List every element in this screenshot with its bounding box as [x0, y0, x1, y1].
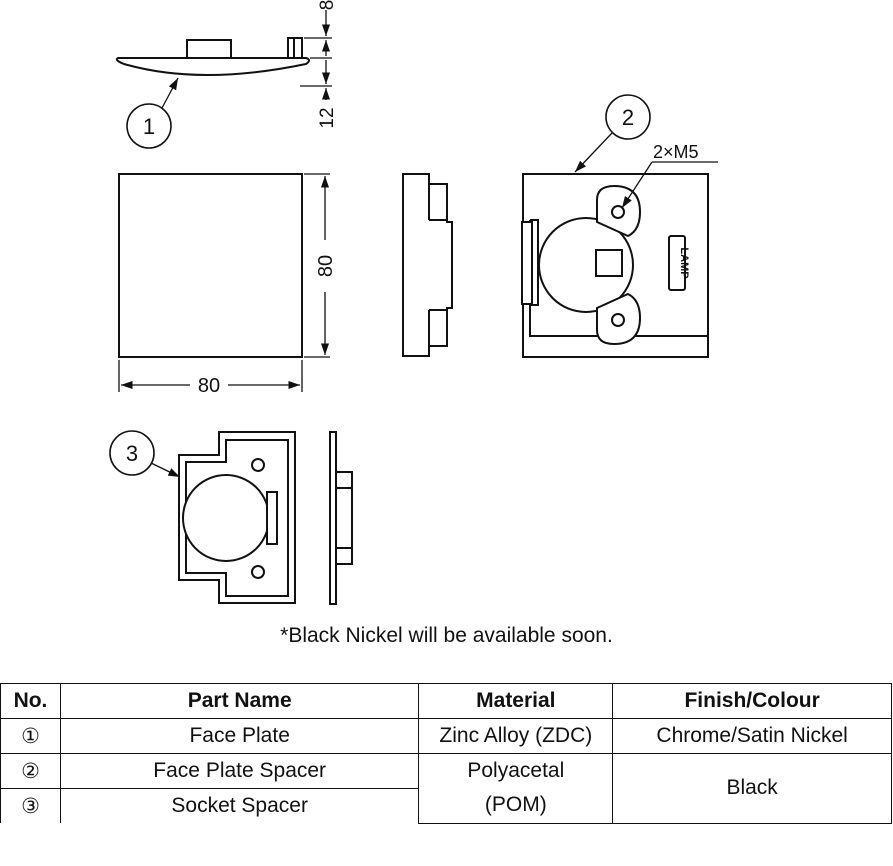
callout-3: 3: [109, 430, 181, 478]
screw-spec: 2×M5: [653, 142, 699, 162]
row-no: ②: [0, 753, 61, 789]
face-plate-side-view: [115, 37, 310, 76]
table-header-row: No. Part Name Material Finish/Colour: [0, 683, 892, 719]
callout-3-label: 3: [126, 441, 138, 466]
row-no: ①: [0, 718, 61, 754]
row-material: Zinc Alloy (ZDC): [418, 718, 614, 754]
dim-height: 80: [315, 255, 337, 277]
callout-1: 1: [126, 77, 179, 149]
row-part-name: Face Plate Spacer: [59, 753, 420, 789]
socket-spacer-front-view: [178, 431, 296, 604]
lamp-logo: LAMP: [678, 247, 690, 278]
row-part-name: Face Plate: [59, 718, 420, 754]
front-view-dimension-lines: [118, 173, 330, 392]
table-row: ② Face Plate Spacer Polyacetal (POM) Bla…: [0, 753, 892, 824]
face-plate-front-view: [118, 173, 303, 358]
side-view-dimension-lines: [300, 10, 332, 100]
callout-2: 2: [574, 94, 651, 173]
dim-curve-height: 12: [317, 107, 338, 128]
shared-finish-cell: Black: [612, 753, 892, 824]
shared-material-line2: (POM): [484, 793, 547, 816]
row-no: ③: [0, 788, 61, 823]
header-material: Material: [418, 683, 614, 719]
face-plate-spacer-side-view: [402, 173, 453, 357]
availability-note: *Black Nickel will be available soon.: [280, 624, 613, 647]
dim-width: 80: [198, 375, 220, 397]
header-finish: Finish/Colour: [612, 683, 892, 719]
row-part-name: Socket Spacer: [59, 788, 420, 823]
dim-top-gap: 8: [317, 0, 338, 10]
shared-material-line1: Polyacetal: [467, 759, 565, 782]
face-plate-spacer-front-view: [521, 173, 709, 358]
shared-material-cell: Polyacetal (POM): [418, 753, 614, 824]
screw-spec-leader: [621, 161, 718, 209]
row-finish: Chrome/Satin Nickel: [612, 718, 892, 754]
callout-2-label: 2: [622, 105, 634, 130]
header-no: No.: [0, 683, 61, 719]
callout-1-label: 1: [143, 114, 155, 139]
socket-spacer-side-view: [329, 431, 353, 605]
table-row: ③ Socket Spacer: [0, 788, 892, 823]
table-row: ① Face Plate Zinc Alloy (ZDC) Chrome/Sat…: [0, 718, 892, 754]
parts-table: No. Part Name Material Finish/Colour ① F…: [0, 683, 892, 824]
header-part-name: Part Name: [59, 683, 420, 719]
